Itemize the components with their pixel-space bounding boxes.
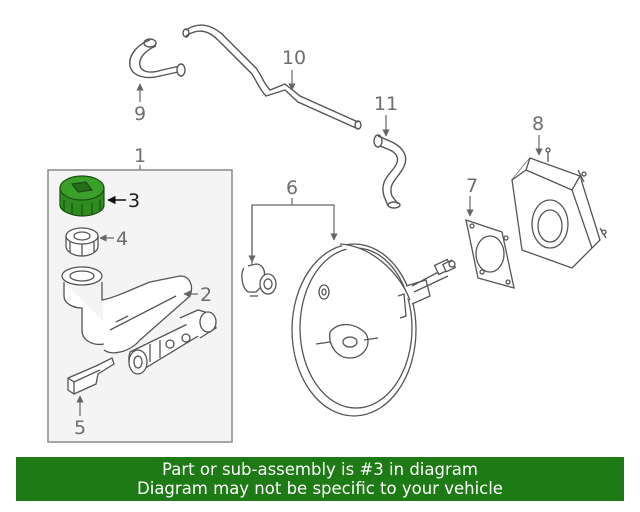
banner-line-1: Part or sub-assembly is #3 in diagram <box>162 460 478 479</box>
callout-6: 6 <box>286 177 298 199</box>
vacuum-pipe-part-10[interactable] <box>182 24 362 130</box>
info-banner: Part or sub-assembly is #3 in diagram Di… <box>16 457 624 501</box>
master-cylinder-part-2[interactable] <box>61 266 217 375</box>
callout-4: 4 <box>116 228 128 250</box>
vacuum-hose-part-9[interactable] <box>129 38 186 79</box>
callout-10: 10 <box>282 47 306 69</box>
banner-line-2: Diagram may not be specific to your vehi… <box>137 479 503 498</box>
bracket-part-5[interactable] <box>67 357 115 395</box>
callout-11: 11 <box>374 93 398 115</box>
callout-8: 8 <box>532 113 544 135</box>
callout-5: 5 <box>74 417 86 439</box>
callout-2: 2 <box>200 284 212 306</box>
reservoir-strainer-part-4[interactable] <box>65 227 99 257</box>
callout-3[interactable]: 3 <box>128 190 140 212</box>
spacer-part-8[interactable] <box>511 147 607 269</box>
leader-lines <box>76 70 543 416</box>
check-valve-hose-part-11[interactable] <box>373 134 407 209</box>
callout-9: 9 <box>134 103 146 125</box>
gasket-part-7[interactable] <box>465 219 515 289</box>
brake-booster-part-6[interactable] <box>291 243 457 417</box>
callout-1: 1 <box>134 145 146 167</box>
reservoir-cap-part-3[interactable] <box>59 175 105 217</box>
callout-7: 7 <box>466 175 478 197</box>
check-valve[interactable] <box>241 263 277 297</box>
